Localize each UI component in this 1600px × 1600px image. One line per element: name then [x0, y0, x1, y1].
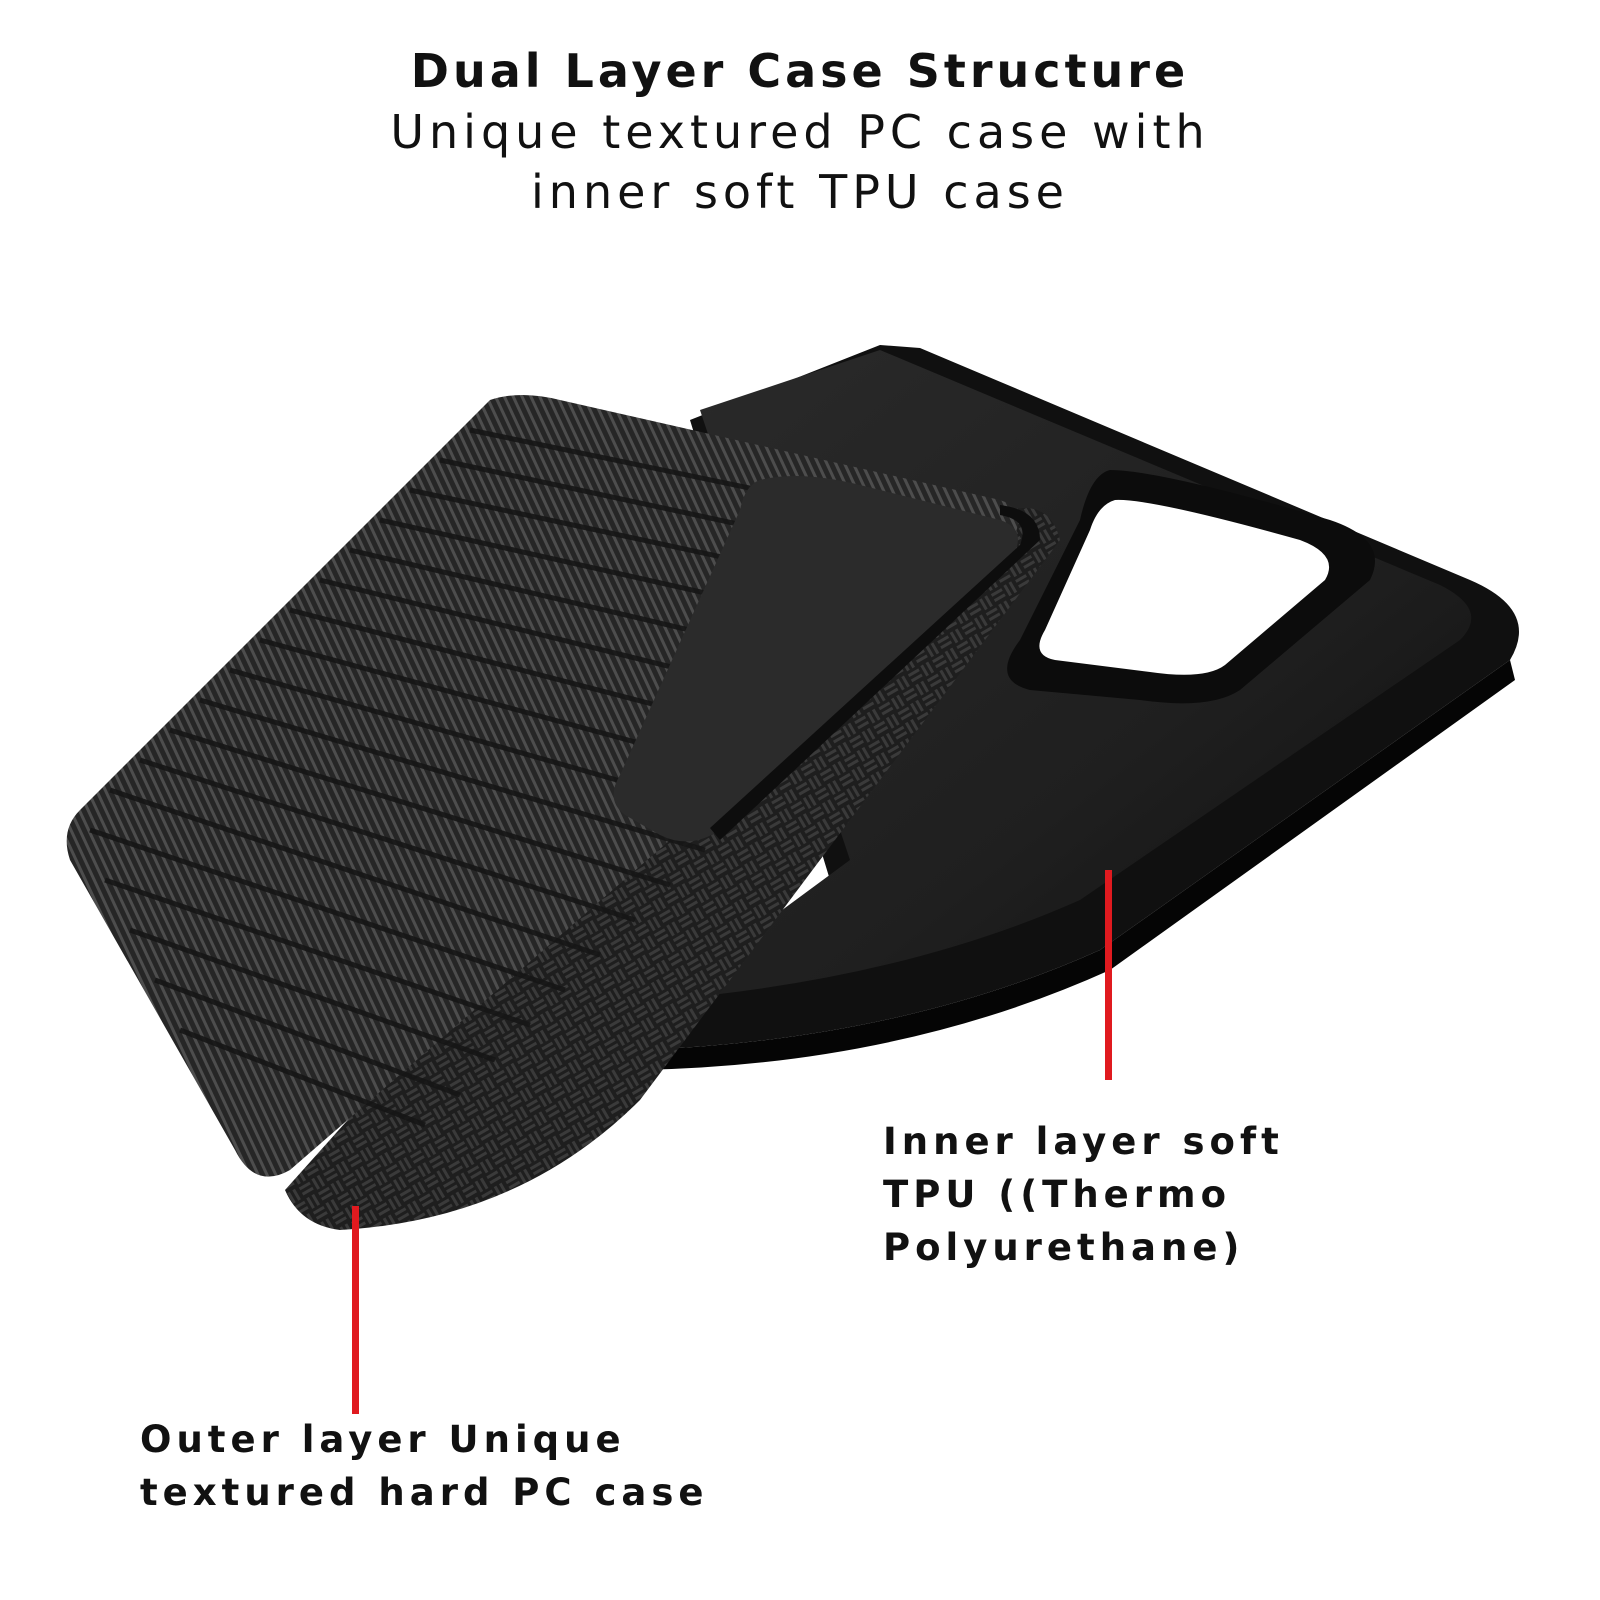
inner-layer-callout-line: [1105, 870, 1112, 1080]
inner-layer-label-line-2: TPU ((Thermo: [883, 1173, 1231, 1216]
outer-layer-label: Outer layer Unique textured hard PC case: [140, 1413, 708, 1519]
subtitle-line-1: Unique textured PC case with: [390, 105, 1210, 159]
outer-layer-label-line-1: Outer layer Unique: [140, 1418, 626, 1461]
inner-layer-label-line-3: Polyurethane): [883, 1226, 1245, 1269]
outer-pc-case: [66, 395, 1060, 1230]
page-title: Dual Layer Case Structure: [410, 44, 1190, 98]
subtitle-line-2: inner soft TPU case: [531, 165, 1069, 219]
header: Dual Layer Case Structure Unique texture…: [0, 40, 1600, 222]
inner-layer-label-line-1: Inner layer soft: [883, 1120, 1284, 1163]
outer-layer-label-line-2: textured hard PC case: [140, 1471, 709, 1514]
inner-layer-label: Inner layer soft TPU ((Thermo Polyuretha…: [883, 1115, 1284, 1274]
outer-layer-callout-line: [352, 1206, 359, 1414]
